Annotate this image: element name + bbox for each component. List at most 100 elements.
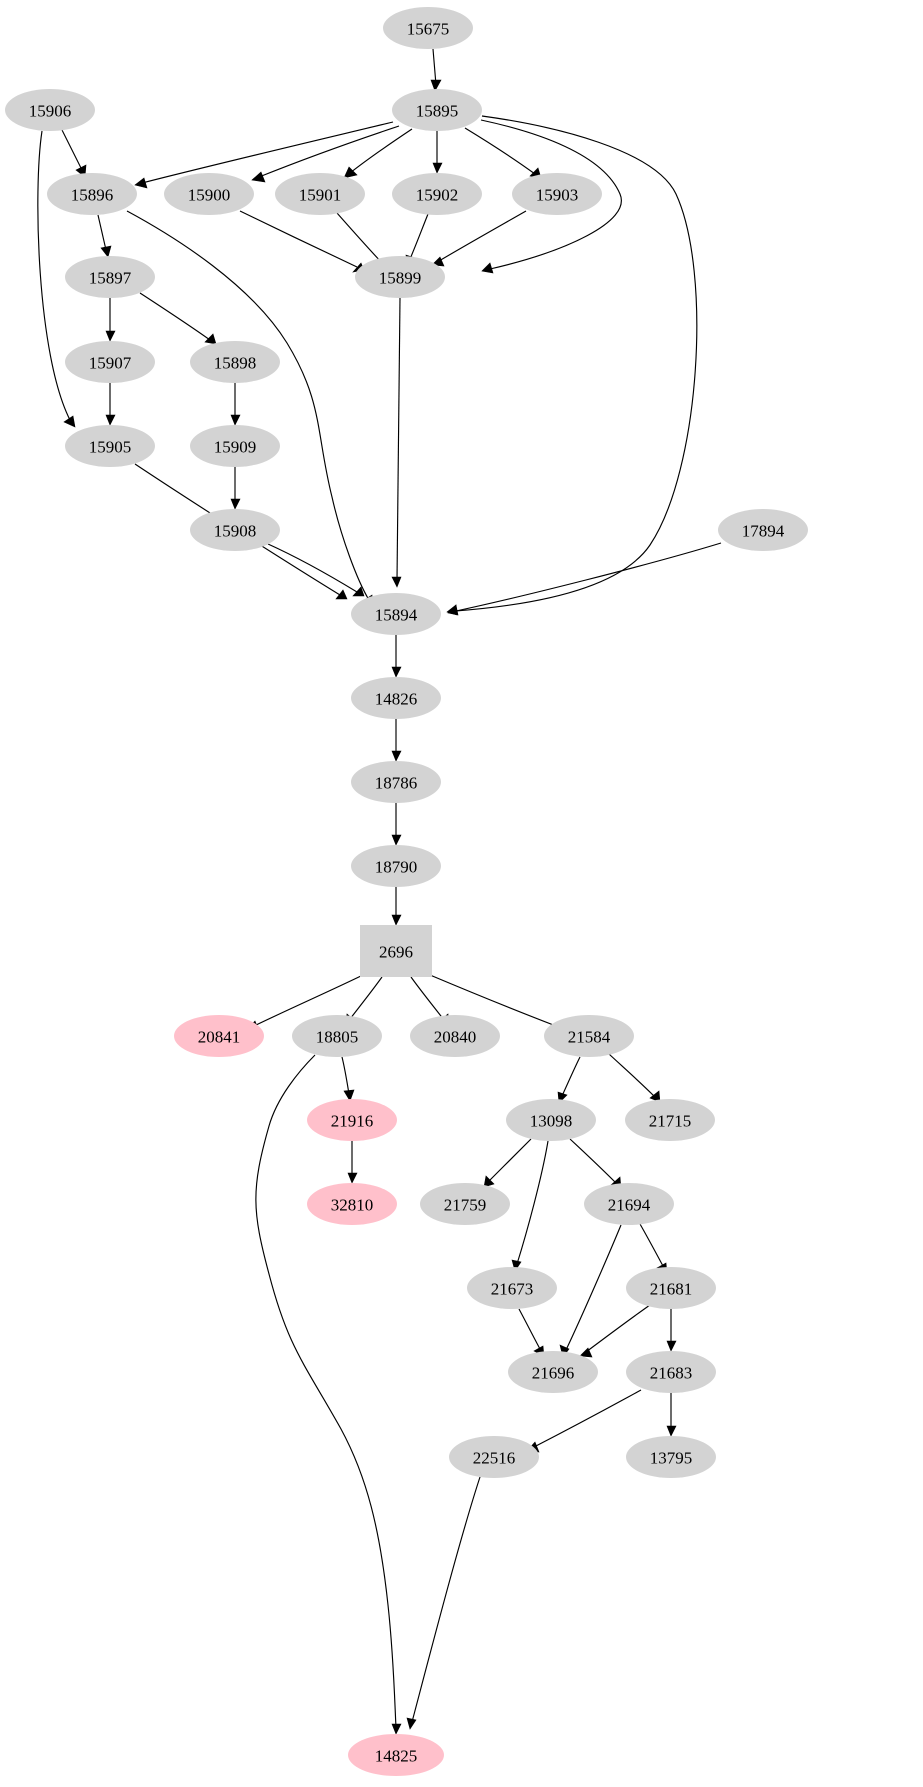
node-ellipse-shape[interactable] [275, 173, 365, 215]
graph-edge [447, 542, 722, 616]
node-ellipse-shape[interactable] [392, 173, 482, 215]
graph-node[interactable]: 21683 [626, 1351, 716, 1393]
graph-node[interactable]: 15909 [190, 425, 280, 467]
graph-node[interactable]: 13098 [506, 1099, 596, 1141]
graph-node[interactable]: 15905 [65, 425, 155, 467]
edge-line [396, 297, 401, 581]
graph-node[interactable]: 32810 [307, 1183, 397, 1225]
graph-node[interactable]: 18790 [351, 845, 441, 887]
node-ellipse-shape[interactable] [65, 256, 155, 298]
node-ellipse-shape[interactable] [351, 593, 441, 635]
node-ellipse-shape[interactable] [625, 1099, 715, 1141]
graph-node[interactable]: 21681 [626, 1267, 716, 1309]
graph-node[interactable]: 18786 [351, 761, 441, 803]
graph-edge [139, 292, 217, 345]
graph-node[interactable]: 15898 [190, 341, 280, 383]
graph-edge [391, 297, 402, 588]
arrowhead-icon [100, 245, 112, 258]
arrowhead-icon [335, 589, 348, 600]
edge-line [488, 1138, 532, 1182]
graph-node[interactable]: 15901 [275, 173, 365, 215]
node-ellipse-shape[interactable] [174, 1015, 264, 1057]
node-ellipse-shape[interactable] [506, 1099, 596, 1141]
node-ellipse-shape[interactable] [718, 509, 808, 551]
arrowhead-icon [251, 171, 266, 183]
node-ellipse-shape[interactable] [355, 256, 445, 298]
node-ellipse-shape[interactable] [512, 173, 602, 215]
graph-node[interactable]: 21584 [544, 1015, 634, 1057]
node-ellipse-shape[interactable] [626, 1351, 716, 1393]
graph-node[interactable]: 21696 [508, 1351, 598, 1393]
node-ellipse-shape[interactable] [190, 425, 280, 467]
node-ellipse-shape[interactable] [292, 1015, 382, 1057]
graph-node[interactable]: 15675 [383, 7, 473, 49]
graph-node[interactable]: 15903 [512, 173, 602, 215]
node-ellipse-shape[interactable] [190, 509, 280, 551]
node-ellipse-shape[interactable] [584, 1183, 674, 1225]
graph-node[interactable]: 22516 [449, 1436, 539, 1478]
node-ellipse-shape[interactable] [190, 341, 280, 383]
edge-line [518, 1308, 541, 1350]
node-ellipse-shape[interactable] [544, 1015, 634, 1057]
node-ellipse-shape[interactable] [420, 1183, 510, 1225]
graph-node[interactable]: 13795 [626, 1436, 716, 1478]
edge-line [139, 292, 211, 341]
edge-line [438, 210, 527, 262]
graph-node[interactable]: 15897 [65, 256, 155, 298]
graph-node[interactable]: 15907 [65, 341, 155, 383]
graph-node[interactable]: 14826 [351, 677, 441, 719]
graph-node[interactable]: 15900 [164, 173, 254, 215]
node-ellipse-shape[interactable] [351, 761, 441, 803]
node-ellipse-shape[interactable] [383, 7, 473, 49]
node-ellipse-shape[interactable] [626, 1436, 716, 1478]
graph-node[interactable]: 21715 [625, 1099, 715, 1141]
graph-edge [391, 719, 402, 762]
graph-node[interactable]: 15894 [351, 593, 441, 635]
graph-node[interactable]: 15896 [47, 173, 137, 215]
graph-node[interactable]: 15906 [5, 89, 95, 131]
edge-line [455, 542, 722, 612]
node-ellipse-shape[interactable] [449, 1436, 539, 1478]
graph-node[interactable]: 15899 [355, 256, 445, 298]
node-ellipse-shape[interactable] [351, 677, 441, 719]
arrowhead-icon [432, 162, 443, 174]
node-ellipse-shape[interactable] [348, 1734, 444, 1776]
node-ellipse-shape[interactable] [351, 845, 441, 887]
edge-line [349, 128, 413, 174]
graph-node[interactable]: 20841 [174, 1015, 264, 1057]
graph-node[interactable]: 20840 [410, 1015, 500, 1057]
graph-node[interactable]: 21673 [467, 1267, 557, 1309]
graph-node[interactable]: 14825 [348, 1734, 444, 1776]
arrowhead-icon [347, 1172, 358, 1184]
node-ellipse-shape[interactable] [307, 1183, 397, 1225]
graph-edge [511, 1140, 549, 1272]
node-ellipse-shape[interactable] [392, 89, 482, 131]
edge-line [255, 1054, 397, 1728]
arrowhead-icon [666, 1340, 677, 1352]
graph-edge [343, 128, 413, 179]
graph-node[interactable]: 21694 [584, 1183, 674, 1225]
node-ellipse-shape[interactable] [626, 1267, 716, 1309]
node-box-shape[interactable] [360, 925, 432, 977]
graph-node[interactable]: 15902 [392, 173, 482, 215]
node-ellipse-shape[interactable] [307, 1099, 397, 1141]
graph-node[interactable]: 18805 [292, 1015, 382, 1057]
graph-node[interactable]: 21916 [307, 1099, 397, 1141]
node-ellipse-shape[interactable] [508, 1351, 598, 1393]
graph-node[interactable]: 2696 [360, 925, 432, 977]
edge-line [561, 1056, 581, 1097]
graph-node[interactable]: 17894 [718, 509, 808, 551]
node-ellipse-shape[interactable] [65, 341, 155, 383]
graph-node[interactable]: 21759 [420, 1183, 510, 1225]
graph-edge [518, 1308, 545, 1357]
node-ellipse-shape[interactable] [164, 173, 254, 215]
node-ellipse-shape[interactable] [410, 1015, 500, 1057]
edge-line [565, 1224, 622, 1351]
graph-node[interactable]: 15895 [392, 89, 482, 131]
graph-node[interactable]: 15908 [190, 509, 280, 551]
node-ellipse-shape[interactable] [65, 425, 155, 467]
graph-edge [480, 119, 622, 274]
node-ellipse-shape[interactable] [467, 1267, 557, 1309]
node-ellipse-shape[interactable] [5, 89, 95, 131]
node-ellipse-shape[interactable] [47, 173, 137, 215]
